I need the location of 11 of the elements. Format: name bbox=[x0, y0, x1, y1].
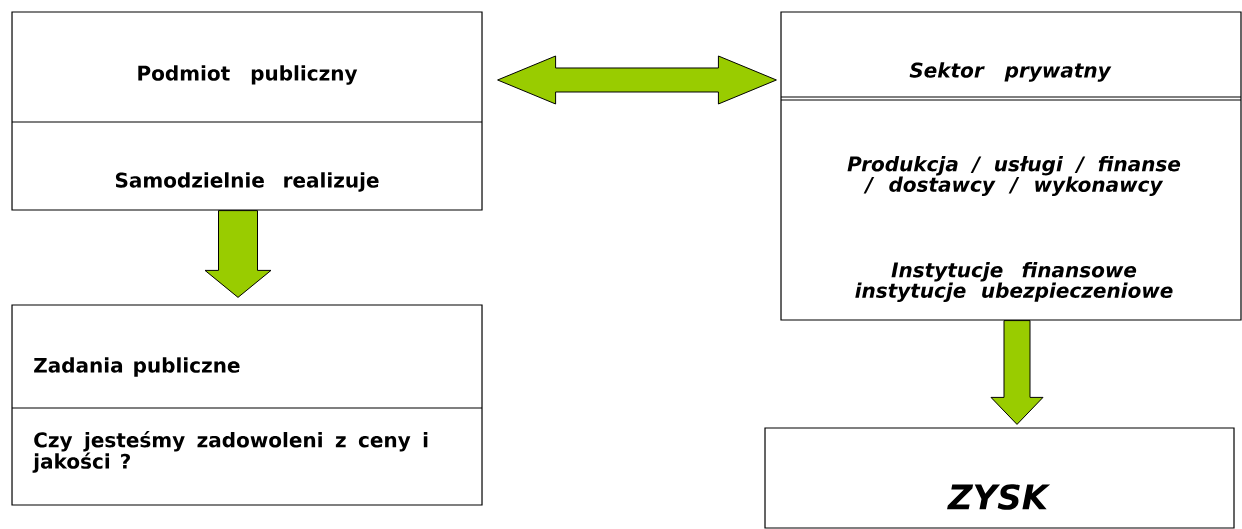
box-heading: ZYSK bbox=[947, 484, 1051, 510]
box-heading: Podmiot publiczny bbox=[138, 65, 358, 85]
block-arrow bbox=[990, 320, 1044, 425]
block-arrow bbox=[204, 210, 272, 298]
box-text: Czy jesteśmy zadowoleni z ceny i jakości ? bbox=[32, 431, 428, 473]
box-text: Instytucje finansowe instytucje ubezpieczeniowe bbox=[855, 262, 1173, 302]
box-heading: Zadania publiczne bbox=[34, 357, 240, 377]
box-text: Samodzielnie realizuje bbox=[115, 172, 379, 192]
block-arrow bbox=[497, 55, 777, 105]
box-text: Produkcja / usługi / finanse / dostawcy / wykonawcy bbox=[847, 156, 1181, 196]
box-heading: Sektor prywatny bbox=[909, 62, 1112, 82]
